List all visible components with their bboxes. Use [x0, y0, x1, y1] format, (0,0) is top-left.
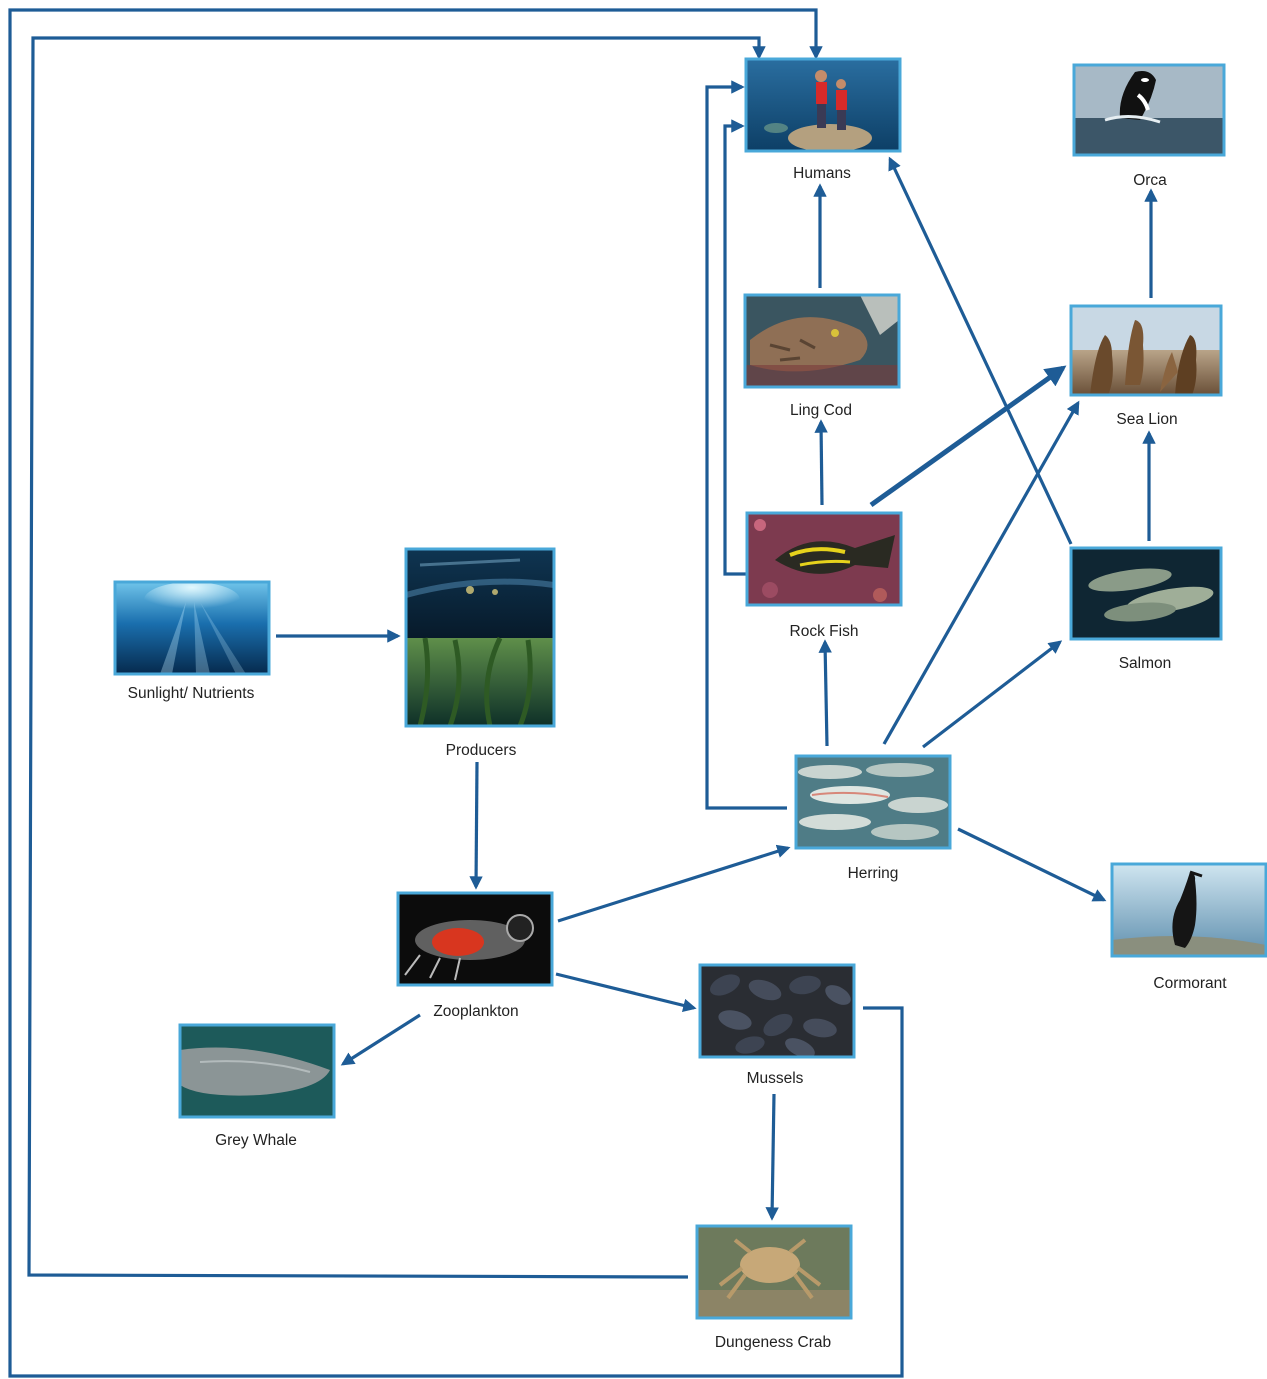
orca-breaching-image	[1072, 63, 1226, 157]
node-rock-fish: Rock Fish	[745, 511, 903, 640]
node-label-mussels: Mussels	[747, 1070, 804, 1087]
rockfish-on-reef-image	[745, 511, 903, 607]
grey-whale-underwater-image	[178, 1023, 336, 1119]
lingcod-closeup-image	[743, 293, 901, 389]
node-grey-whale: Grey Whale	[178, 1023, 336, 1149]
node-ling-cod: Ling Cod	[743, 293, 901, 419]
edge-herring-to-cormorant	[957, 827, 1107, 902]
sea-lions-on-rocks-image	[1069, 304, 1223, 397]
edge-zooplankton-to-mussels	[555, 972, 697, 1012]
edge-herring-to-salmon	[922, 640, 1063, 749]
node-zooplankton: Zooplankton	[396, 891, 554, 1020]
edge-zooplankton-to-grey-whale	[340, 1013, 421, 1066]
edge-dungeness-crab-to-humans	[27, 36, 766, 1279]
crab-on-gravel-image	[695, 1224, 853, 1320]
node-label-humans: Humans	[793, 165, 851, 182]
zooplankton-closeup-image	[396, 891, 554, 987]
cormorant-on-rock-image	[1110, 862, 1267, 958]
people-on-shore-rock-image	[744, 57, 902, 153]
node-cormorant: Cormorant	[1110, 862, 1267, 992]
edge-rock-fish-to-sea-lion	[869, 365, 1067, 508]
edge-herring-to-rock-fish	[818, 639, 832, 747]
node-label-rock-fish: Rock Fish	[790, 623, 859, 640]
node-label-zooplankton: Zooplankton	[433, 1003, 518, 1020]
edge-zooplankton-to-herring	[557, 844, 791, 923]
phytoplankton-and-kelp-forest-image	[404, 547, 556, 728]
node-sunlight: Sunlight/ Nutrients	[113, 580, 271, 702]
edge-salmon-to-humans	[888, 156, 1073, 545]
edge-herring-to-humans	[705, 80, 787, 810]
edge-mussels-to-humans	[8, 8, 904, 1378]
node-humans: Humans	[744, 57, 902, 182]
salmon-swimming-image	[1069, 546, 1223, 641]
node-label-cormorant: Cormorant	[1153, 975, 1227, 992]
node-label-sea-lion: Sea Lion	[1116, 411, 1177, 428]
node-label-ling-cod: Ling Cod	[790, 402, 852, 419]
edge-rock-fish-to-humans	[723, 119, 747, 576]
mussel-bed-image	[698, 963, 856, 1059]
node-mussels: Mussels	[698, 963, 856, 1087]
node-label-sunlight: Sunlight/ Nutrients	[128, 685, 255, 702]
node-producers: Producers	[404, 547, 556, 759]
node-label-orca: Orca	[1133, 172, 1167, 189]
node-sea-lion: Sea Lion	[1069, 304, 1223, 428]
node-salmon: Salmon	[1069, 546, 1223, 672]
node-label-grey-whale: Grey Whale	[215, 1132, 297, 1149]
herring-school-image	[794, 754, 952, 850]
node-herring: Herring	[794, 754, 952, 882]
node-dungeness-crab: Dungeness Crab	[695, 1224, 853, 1351]
edge-mussels-to-dungeness-crab	[765, 1093, 779, 1221]
edge-herring-to-sea-lion	[882, 400, 1080, 745]
node-label-herring: Herring	[848, 865, 899, 882]
node-label-producers: Producers	[446, 742, 517, 759]
node-label-dungeness-crab: Dungeness Crab	[715, 1334, 831, 1351]
edge-rock-fish-to-ling-cod	[814, 419, 828, 506]
underwater-sunbeams-image	[113, 580, 271, 676]
node-label-salmon: Salmon	[1119, 655, 1172, 672]
edge-producers-to-zooplankton	[469, 761, 483, 890]
node-orca: Orca	[1072, 63, 1226, 189]
edge-layer	[8, 8, 1158, 1378]
